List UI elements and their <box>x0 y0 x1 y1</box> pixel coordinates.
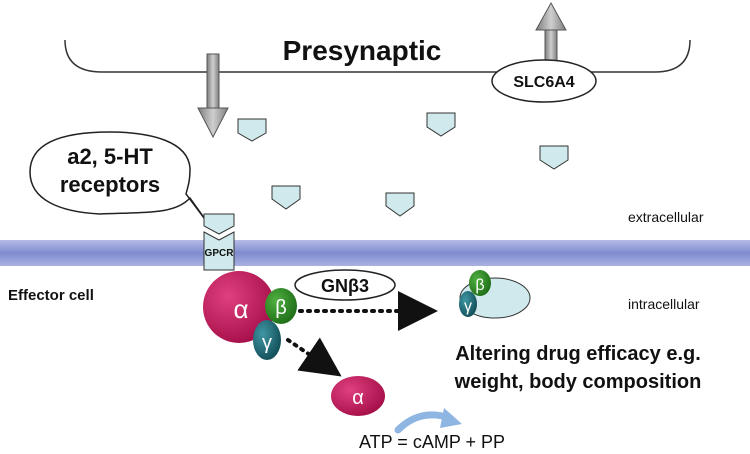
ligand <box>539 145 569 170</box>
g-alpha-label: α <box>233 294 248 324</box>
slc6a4-transporter <box>491 59 597 103</box>
receptor-callout <box>29 131 211 227</box>
g-beta-label: β <box>275 297 287 319</box>
effect-line2: weight, body composition <box>454 371 702 393</box>
effect-line1: Altering drug efficacy e.g. <box>455 343 701 365</box>
dissociated-gamma <box>459 291 477 317</box>
gnb3-gene-bubble <box>294 269 396 301</box>
extracellular-label: extracellular <box>628 209 704 225</box>
g-gamma-label: γ <box>262 332 272 354</box>
ligand-group <box>237 112 569 217</box>
cell-membrane <box>0 240 750 266</box>
cycle-arrow <box>394 408 462 434</box>
alpha-pathway-arrow <box>286 337 342 377</box>
callout-line2: receptors <box>60 172 160 197</box>
g-alpha-subunit <box>203 271 275 343</box>
g-beta-subunit <box>265 288 297 324</box>
slc6a4-label: SLC6A4 <box>513 74 574 91</box>
intracellular-label: intracellular <box>628 296 700 312</box>
callout-line1: a2, 5-HT <box>67 144 153 169</box>
free-alpha-subunit <box>331 376 385 416</box>
dissociated-gamma-label: γ <box>464 298 472 315</box>
gnb3-label: GNβ3 <box>321 276 369 296</box>
presynaptic-label: Presynaptic <box>283 35 442 66</box>
ligand <box>237 118 267 142</box>
free-alpha-label: α <box>352 387 364 409</box>
effector-cell-label: Effector cell <box>8 287 94 304</box>
gpcr-label: GPCR <box>205 248 235 259</box>
dissociated-beta <box>469 270 491 296</box>
ligand <box>385 192 415 217</box>
ligand <box>426 112 456 137</box>
release-arrow <box>197 53 229 139</box>
g-gamma-subunit <box>253 320 281 360</box>
presynaptic-terminal-outline <box>64 39 691 73</box>
dissociated-beta-label: β <box>475 277 484 294</box>
reaction-label: ATP = cAMP + PP <box>359 432 505 452</box>
gpcr-receptor <box>203 213 235 271</box>
ligand <box>271 185 301 210</box>
